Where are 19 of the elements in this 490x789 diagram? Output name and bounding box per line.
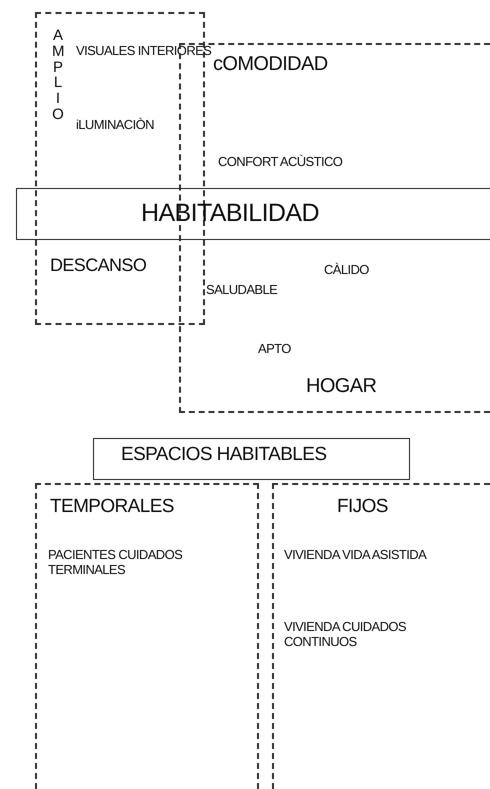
vertical-heading: AMPLIO	[52, 28, 64, 122]
category-text: VISUALES INTERIORES	[76, 44, 212, 59]
category-text: VIVIENDA VIDA ASISTIDA	[284, 548, 426, 563]
heading: TEMPORALES	[50, 496, 174, 518]
category-text: iLUMINACIÒN	[76, 118, 154, 133]
heading: FIJOS	[337, 496, 388, 518]
category-text: CÀLIDO	[324, 263, 369, 278]
heading: cOMODIDAD	[213, 53, 328, 76]
heading: ESPACIOS HABITABLES	[121, 444, 326, 466]
category-text: SALUDABLE	[206, 283, 278, 298]
category-text: CONFORT ACÙSTICO	[218, 155, 342, 170]
dashed-group-box	[272, 483, 490, 789]
category-text: PACIENTES CUIDADOS TERMINALES	[48, 548, 184, 578]
category-text: DESCANSO	[50, 255, 146, 276]
category-text: HOGAR	[306, 375, 376, 398]
category-text: APTO	[258, 342, 291, 357]
title-box	[93, 438, 410, 480]
category-text: VIVIENDA CUIDADOS CONTINUOS	[284, 620, 407, 650]
dashed-group-box	[35, 483, 259, 789]
